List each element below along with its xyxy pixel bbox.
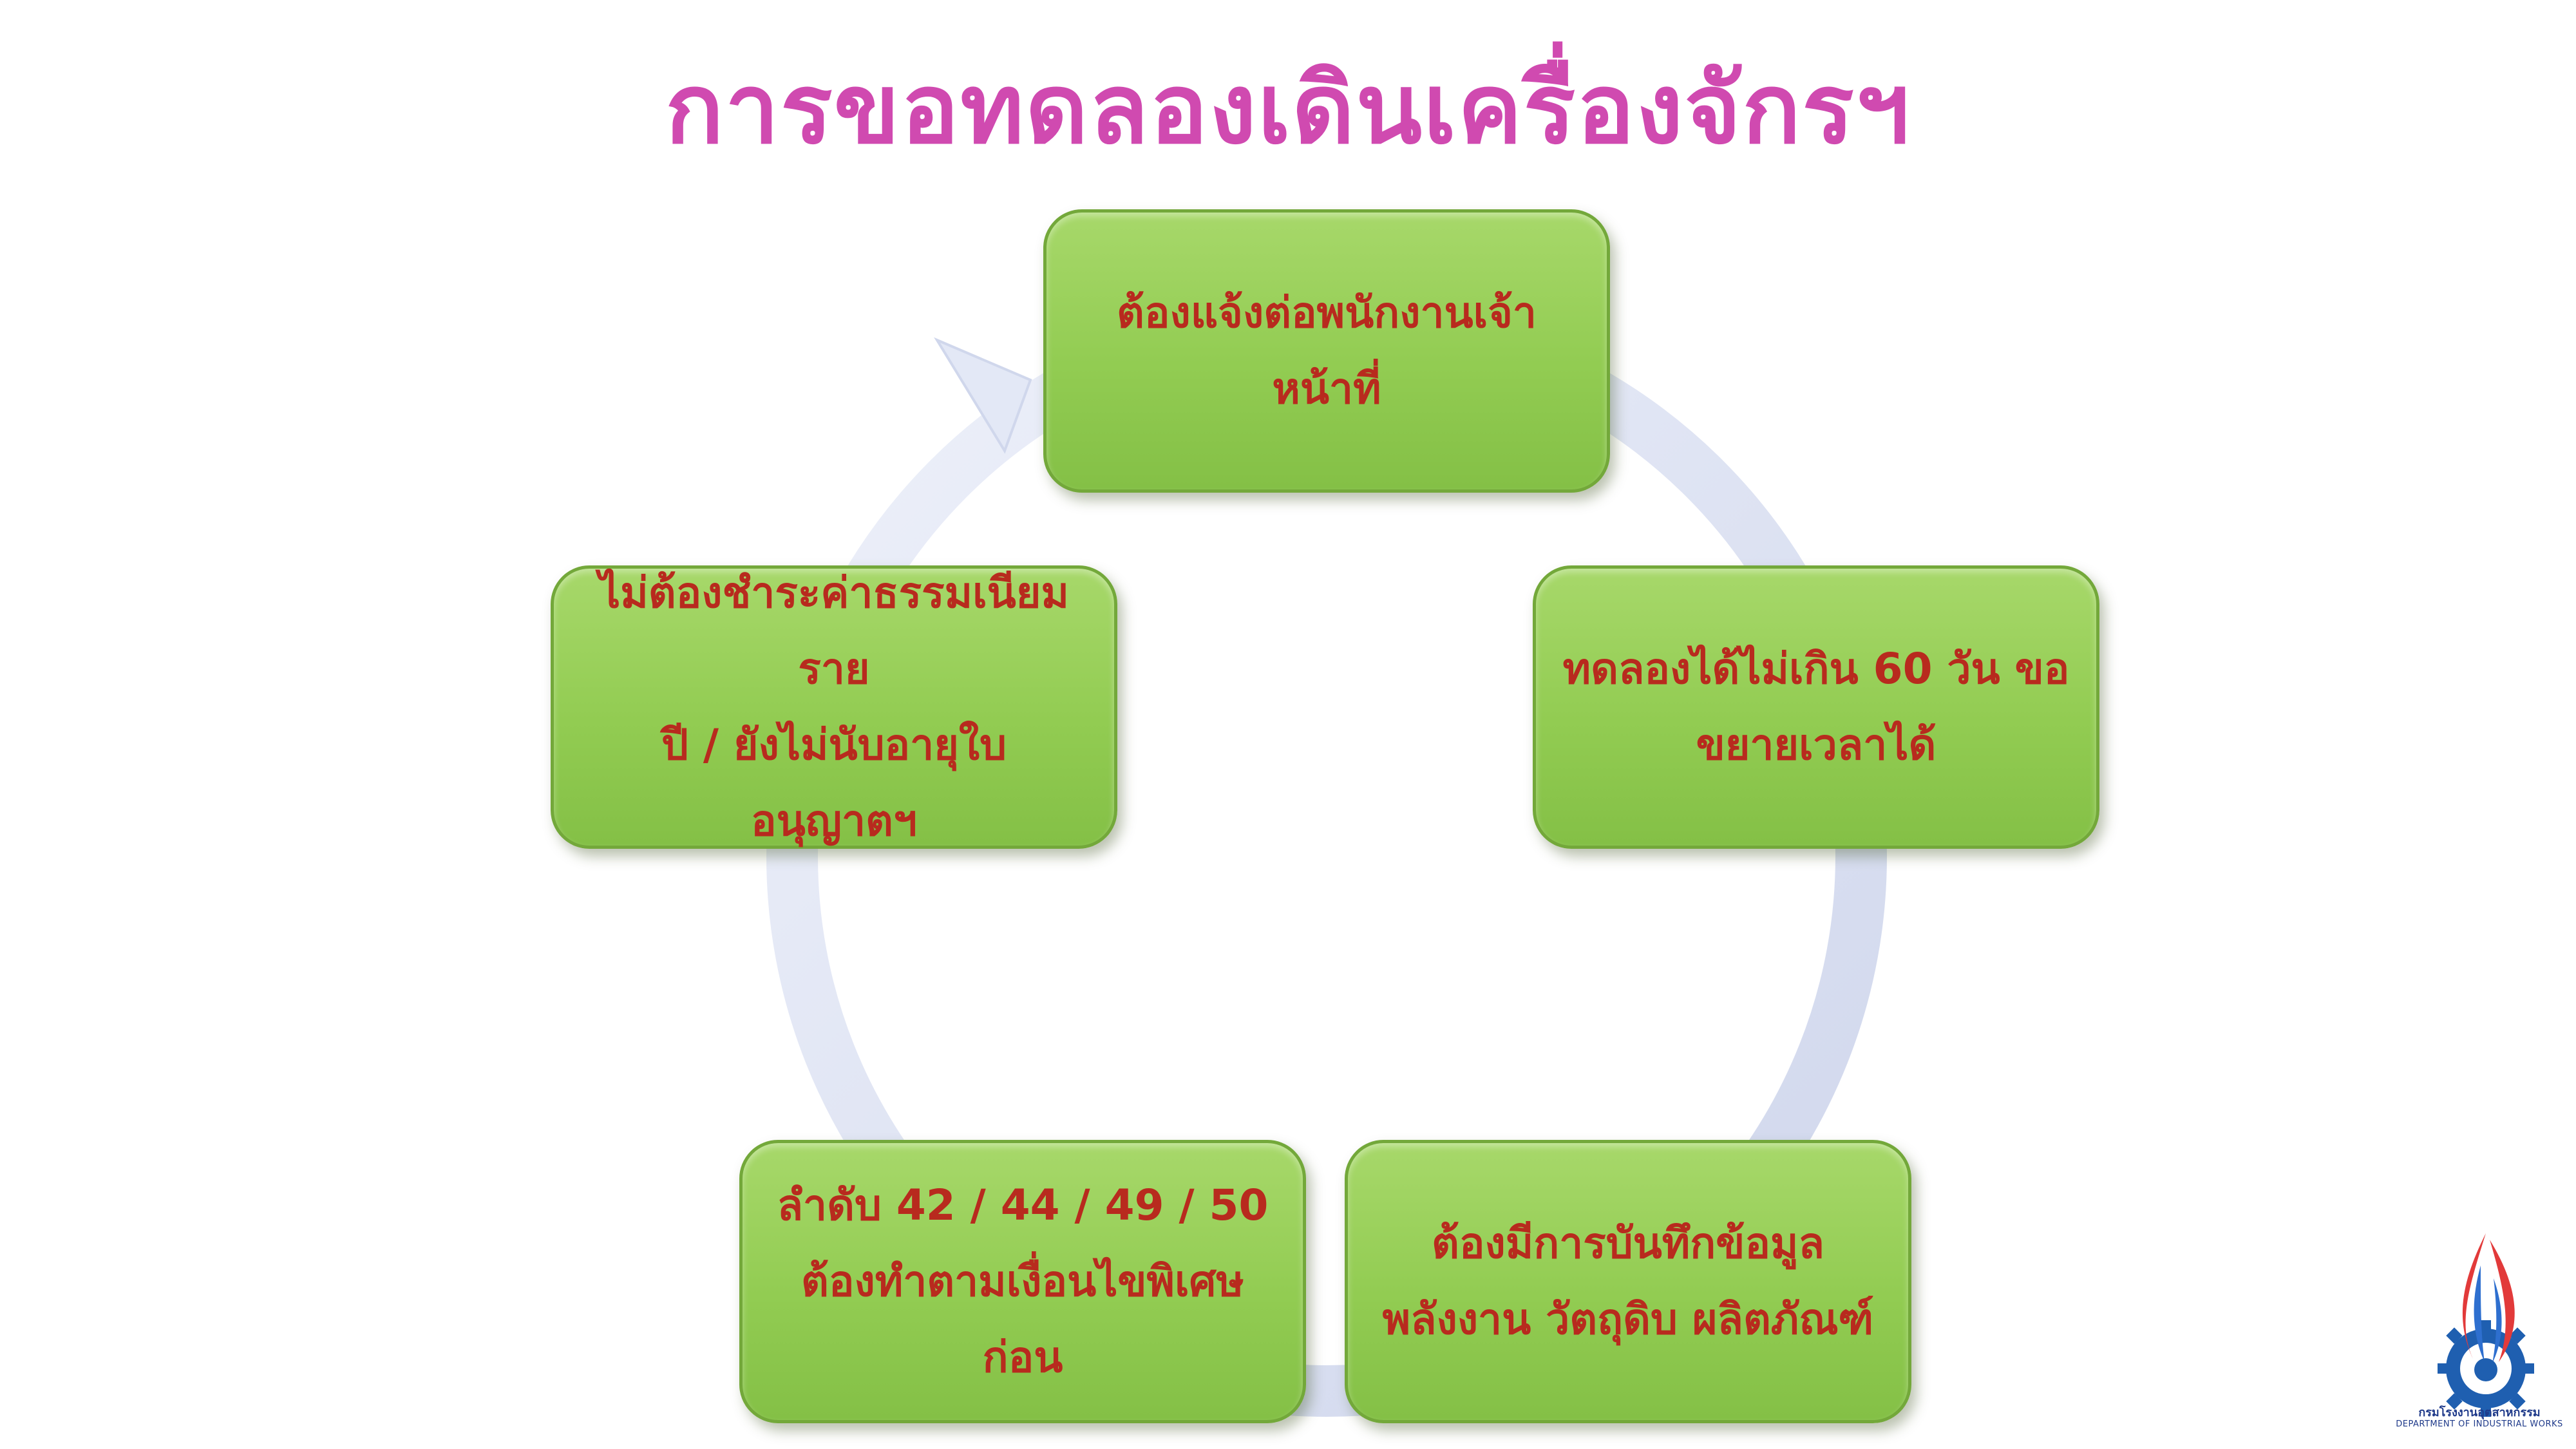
slide-title: การขอทดลองเดินเครื่องจักรฯ [665,53,1911,166]
cycle-step-special-conditions: ลำดับ 42 / 44 / 49 / 50 ต้องทำตามเงื่อนไ… [739,1140,1306,1423]
cycle-step-notify-officer: ต้องแจ้งต่อพนักงานเจ้าหน้าที่ [1043,209,1610,493]
cycle-arrow-head [934,337,1032,454]
logo-caption-english: DEPARTMENT OF INDUSTRIAL WORKS [2396,1419,2563,1429]
cycle-step-text: ต้องแจ้งต่อพนักงานเจ้าหน้าที่ [1117,288,1537,413]
cycle-step-text: ลำดับ 42 / 44 / 49 / 50 ต้องทำตามเงื่อนไ… [777,1180,1269,1382]
cycle-step-no-annual-fee: ไม่ต้องชำระค่าธรรมเนียมราย ปี / ยังไม่นั… [551,565,1117,849]
cycle-step-trial-duration: ทดลองได้ไม่เกิน 60 วัน ขอ ขยายเวลาได้ [1533,565,2099,849]
cycle-step-text: ไม่ต้องชำระค่าธรรมเนียมราย ปี / ยังไม่นั… [599,568,1069,846]
logo-caption-thai: กรมโรงงานอุตสาหกรรม [2418,1406,2541,1419]
cycle-step-text: ต้องมีการบันทึกข้อมูล พลังงาน วัตถุดิบ ผ… [1382,1218,1874,1344]
cycle-step-text: ทดลองได้ไม่เกิน 60 วัน ขอ ขยายเวลาได้ [1562,644,2070,770]
cycle-step-record-data: ต้องมีการบันทึกข้อมูล พลังงาน วัตถุดิบ ผ… [1345,1140,1911,1423]
department-logo-icon [2438,1233,2534,1417]
